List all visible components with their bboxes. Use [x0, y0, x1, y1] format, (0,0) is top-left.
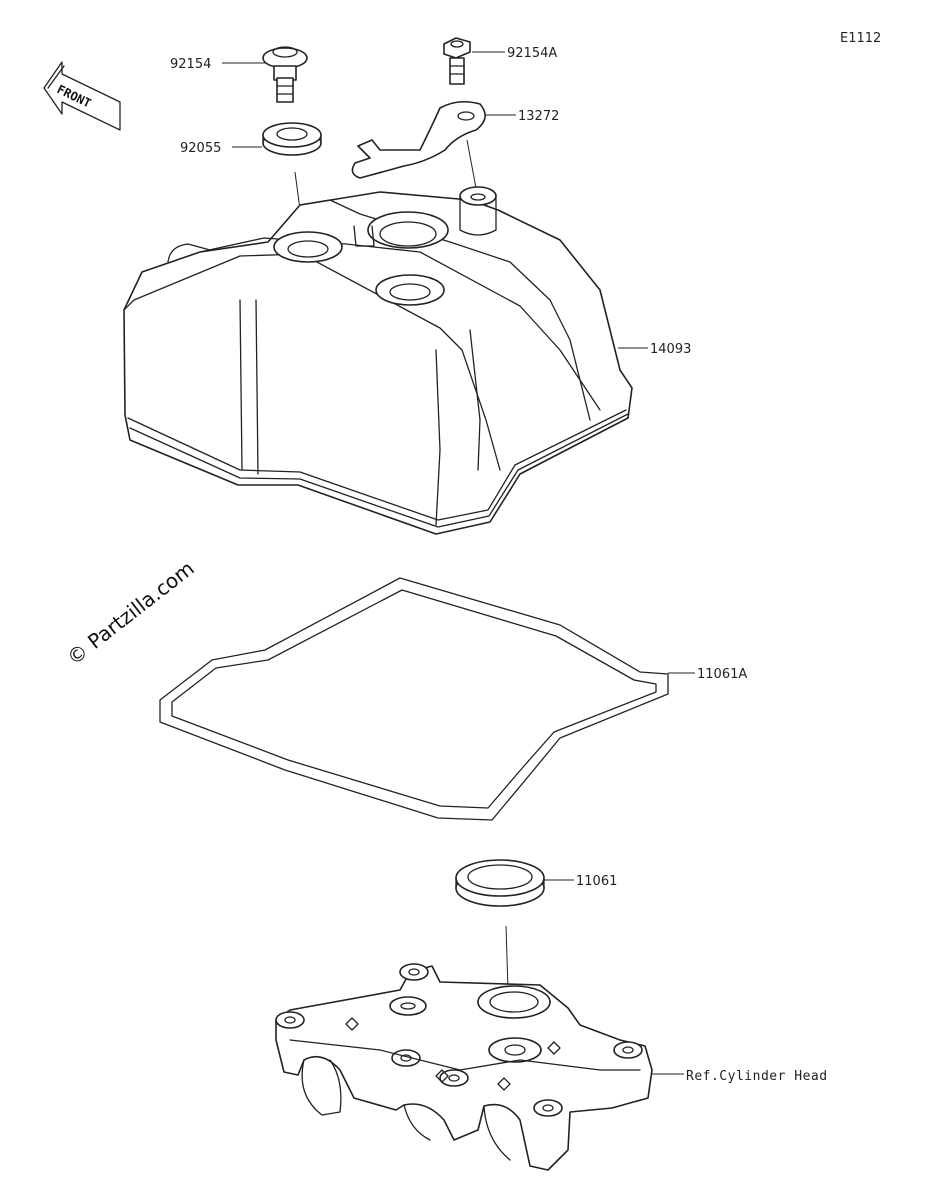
part-label-11061[interactable]: 11061 — [576, 874, 617, 889]
gasket-11061a[interactable] — [159, 577, 669, 821]
part-label-14093[interactable]: 14093 — [650, 342, 691, 357]
reference-label: Ref.Cylinder Head — [686, 1069, 828, 1084]
bracket-13272[interactable] — [351, 100, 486, 179]
front-direction-arrow: FRONT — [43, 61, 121, 131]
part-label-92055[interactable]: 92055 — [180, 141, 221, 156]
diagram-id: E1112 — [840, 31, 881, 46]
watermark: © Partzilla.com — [62, 556, 198, 670]
grommet-92055[interactable] — [262, 122, 322, 156]
cylinder-head-reference — [275, 963, 653, 1171]
part-label-92154[interactable]: 92154 — [170, 57, 211, 72]
cylinder-head-cover-14093[interactable] — [123, 186, 633, 535]
bolt-92154a[interactable] — [443, 37, 471, 85]
part-label-92154a[interactable]: 92154A — [507, 46, 557, 61]
part-label-11061a[interactable]: 11061A — [697, 667, 747, 682]
part-label-13272[interactable]: 13272 — [518, 109, 559, 124]
oil-seal-11061[interactable] — [455, 859, 545, 907]
bolt-92154[interactable] — [262, 46, 308, 103]
